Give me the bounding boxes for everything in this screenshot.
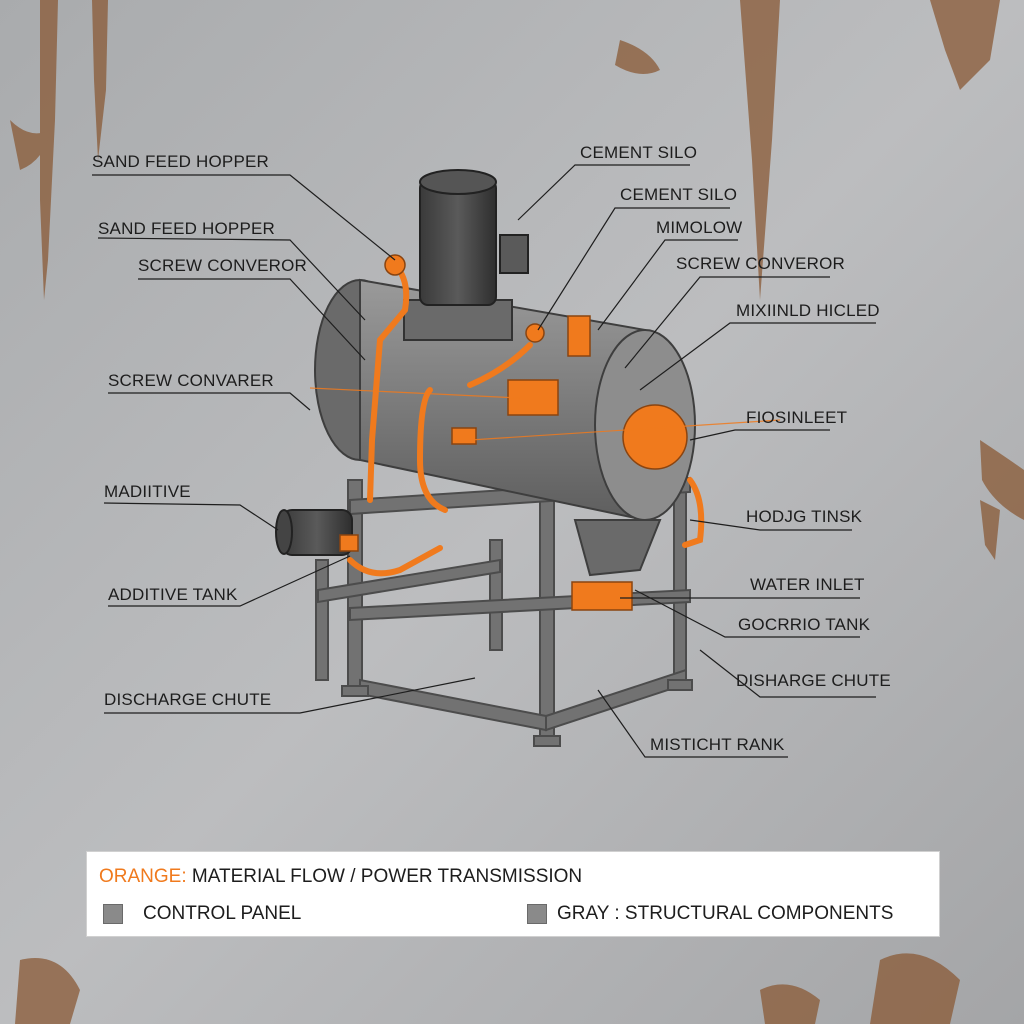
leader-lines xyxy=(92,164,876,758)
callout-mimolow: MIMOLOW xyxy=(656,218,743,237)
legend-orange-row: ORANGE: MATERIAL FLOW / POWER TRANSMISSI… xyxy=(99,866,582,888)
rust-streaks xyxy=(10,0,1024,1024)
orange-flow-parts xyxy=(347,262,705,577)
callout-discharge-chute-left: DISCHARGE CHUTE xyxy=(104,690,272,709)
legend-gray-structural: GRAY : STRUCTURAL COMPONENTS xyxy=(527,903,893,925)
callout-hodjg-tinsk: HODJG TINSK xyxy=(746,507,863,526)
callout-mixiinld-hicled: MIXIINLD HICLED xyxy=(736,301,880,320)
legend-orange-prefix: ORANGE: xyxy=(99,866,187,887)
side-motor xyxy=(275,509,353,556)
legend-orange-text: MATERIAL FLOW / POWER TRANSMISSION xyxy=(186,866,583,887)
callout-sand-feed-hopper-1: SAND FEED HOPPER xyxy=(92,152,270,171)
callout-cement-silo-1: CEMENT SILO xyxy=(580,143,698,162)
callout-disharge-chute-right: DISHARGE CHUTE xyxy=(736,671,891,690)
callout-cement-silo-2: CEMENT SILO xyxy=(620,185,738,204)
callout-sand-feed-hopper-2: SAND FEED HOPPER xyxy=(98,219,276,238)
legend-box: ORANGE: MATERIAL FLOW / POWER TRANSMISSI… xyxy=(86,851,940,937)
callout-additive-tank: ADDITIVE TANK xyxy=(108,585,238,604)
legend-control-panel-label: CONTROL PANEL xyxy=(143,903,302,924)
callout-maditive: MADIITIVE xyxy=(104,482,191,501)
callout-screw-converor-right: SCREW CONVEROR xyxy=(676,254,846,273)
callout-gocrrio-tank: GOCRRIO TANK xyxy=(738,615,871,634)
orange-components xyxy=(339,254,688,611)
callout-screw-converor-left: SCREW CONVEROR xyxy=(138,256,308,275)
control-panel-swatch xyxy=(103,904,123,924)
legend-control-panel: CONTROL PANEL xyxy=(103,903,301,925)
orange-flow-lines xyxy=(309,387,781,441)
callout-water-inlet: WATER INLET xyxy=(750,575,865,594)
top-motor xyxy=(403,169,529,341)
callout-mistictht-rank: MISTICHT RANK xyxy=(650,735,785,754)
legend-gray-structural-label: GRAY : STRUCTURAL COMPONENTS xyxy=(557,903,894,924)
gray-swatch xyxy=(527,904,547,924)
callout-screw-convarer: SCREW CONVARER xyxy=(108,371,274,390)
callout-fiosinleet: FIOSINLEET xyxy=(746,408,848,427)
